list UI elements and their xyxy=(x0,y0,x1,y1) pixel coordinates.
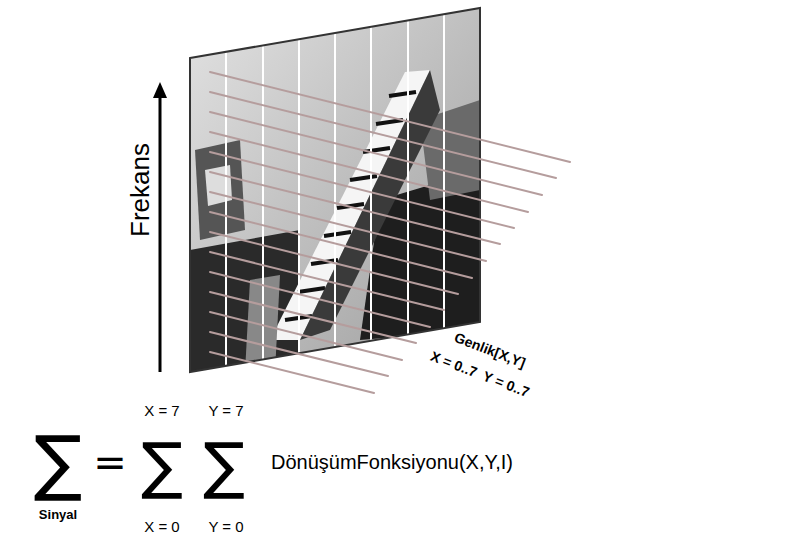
axis-label: Frekans xyxy=(127,143,153,237)
function-text: DönüşümFonksiyonu(X,Y,I) xyxy=(271,452,513,472)
sum-subscript: Sinyal xyxy=(39,508,77,521)
amplitude-rays xyxy=(210,72,570,393)
sum-symbol: ∑ xyxy=(141,435,183,497)
sum-symbol: ∑ xyxy=(203,435,245,497)
upper-limit: Y = 7 xyxy=(208,403,243,418)
sum-symbol: ∑ xyxy=(34,426,83,498)
lower-limit: X = 0 xyxy=(144,519,179,534)
image-grid xyxy=(226,14,444,366)
lower-limit: Y = 0 xyxy=(208,519,243,534)
frequency-axis xyxy=(153,82,167,372)
equals-sign: = xyxy=(93,442,127,482)
upper-limit: X = 7 xyxy=(144,403,179,418)
